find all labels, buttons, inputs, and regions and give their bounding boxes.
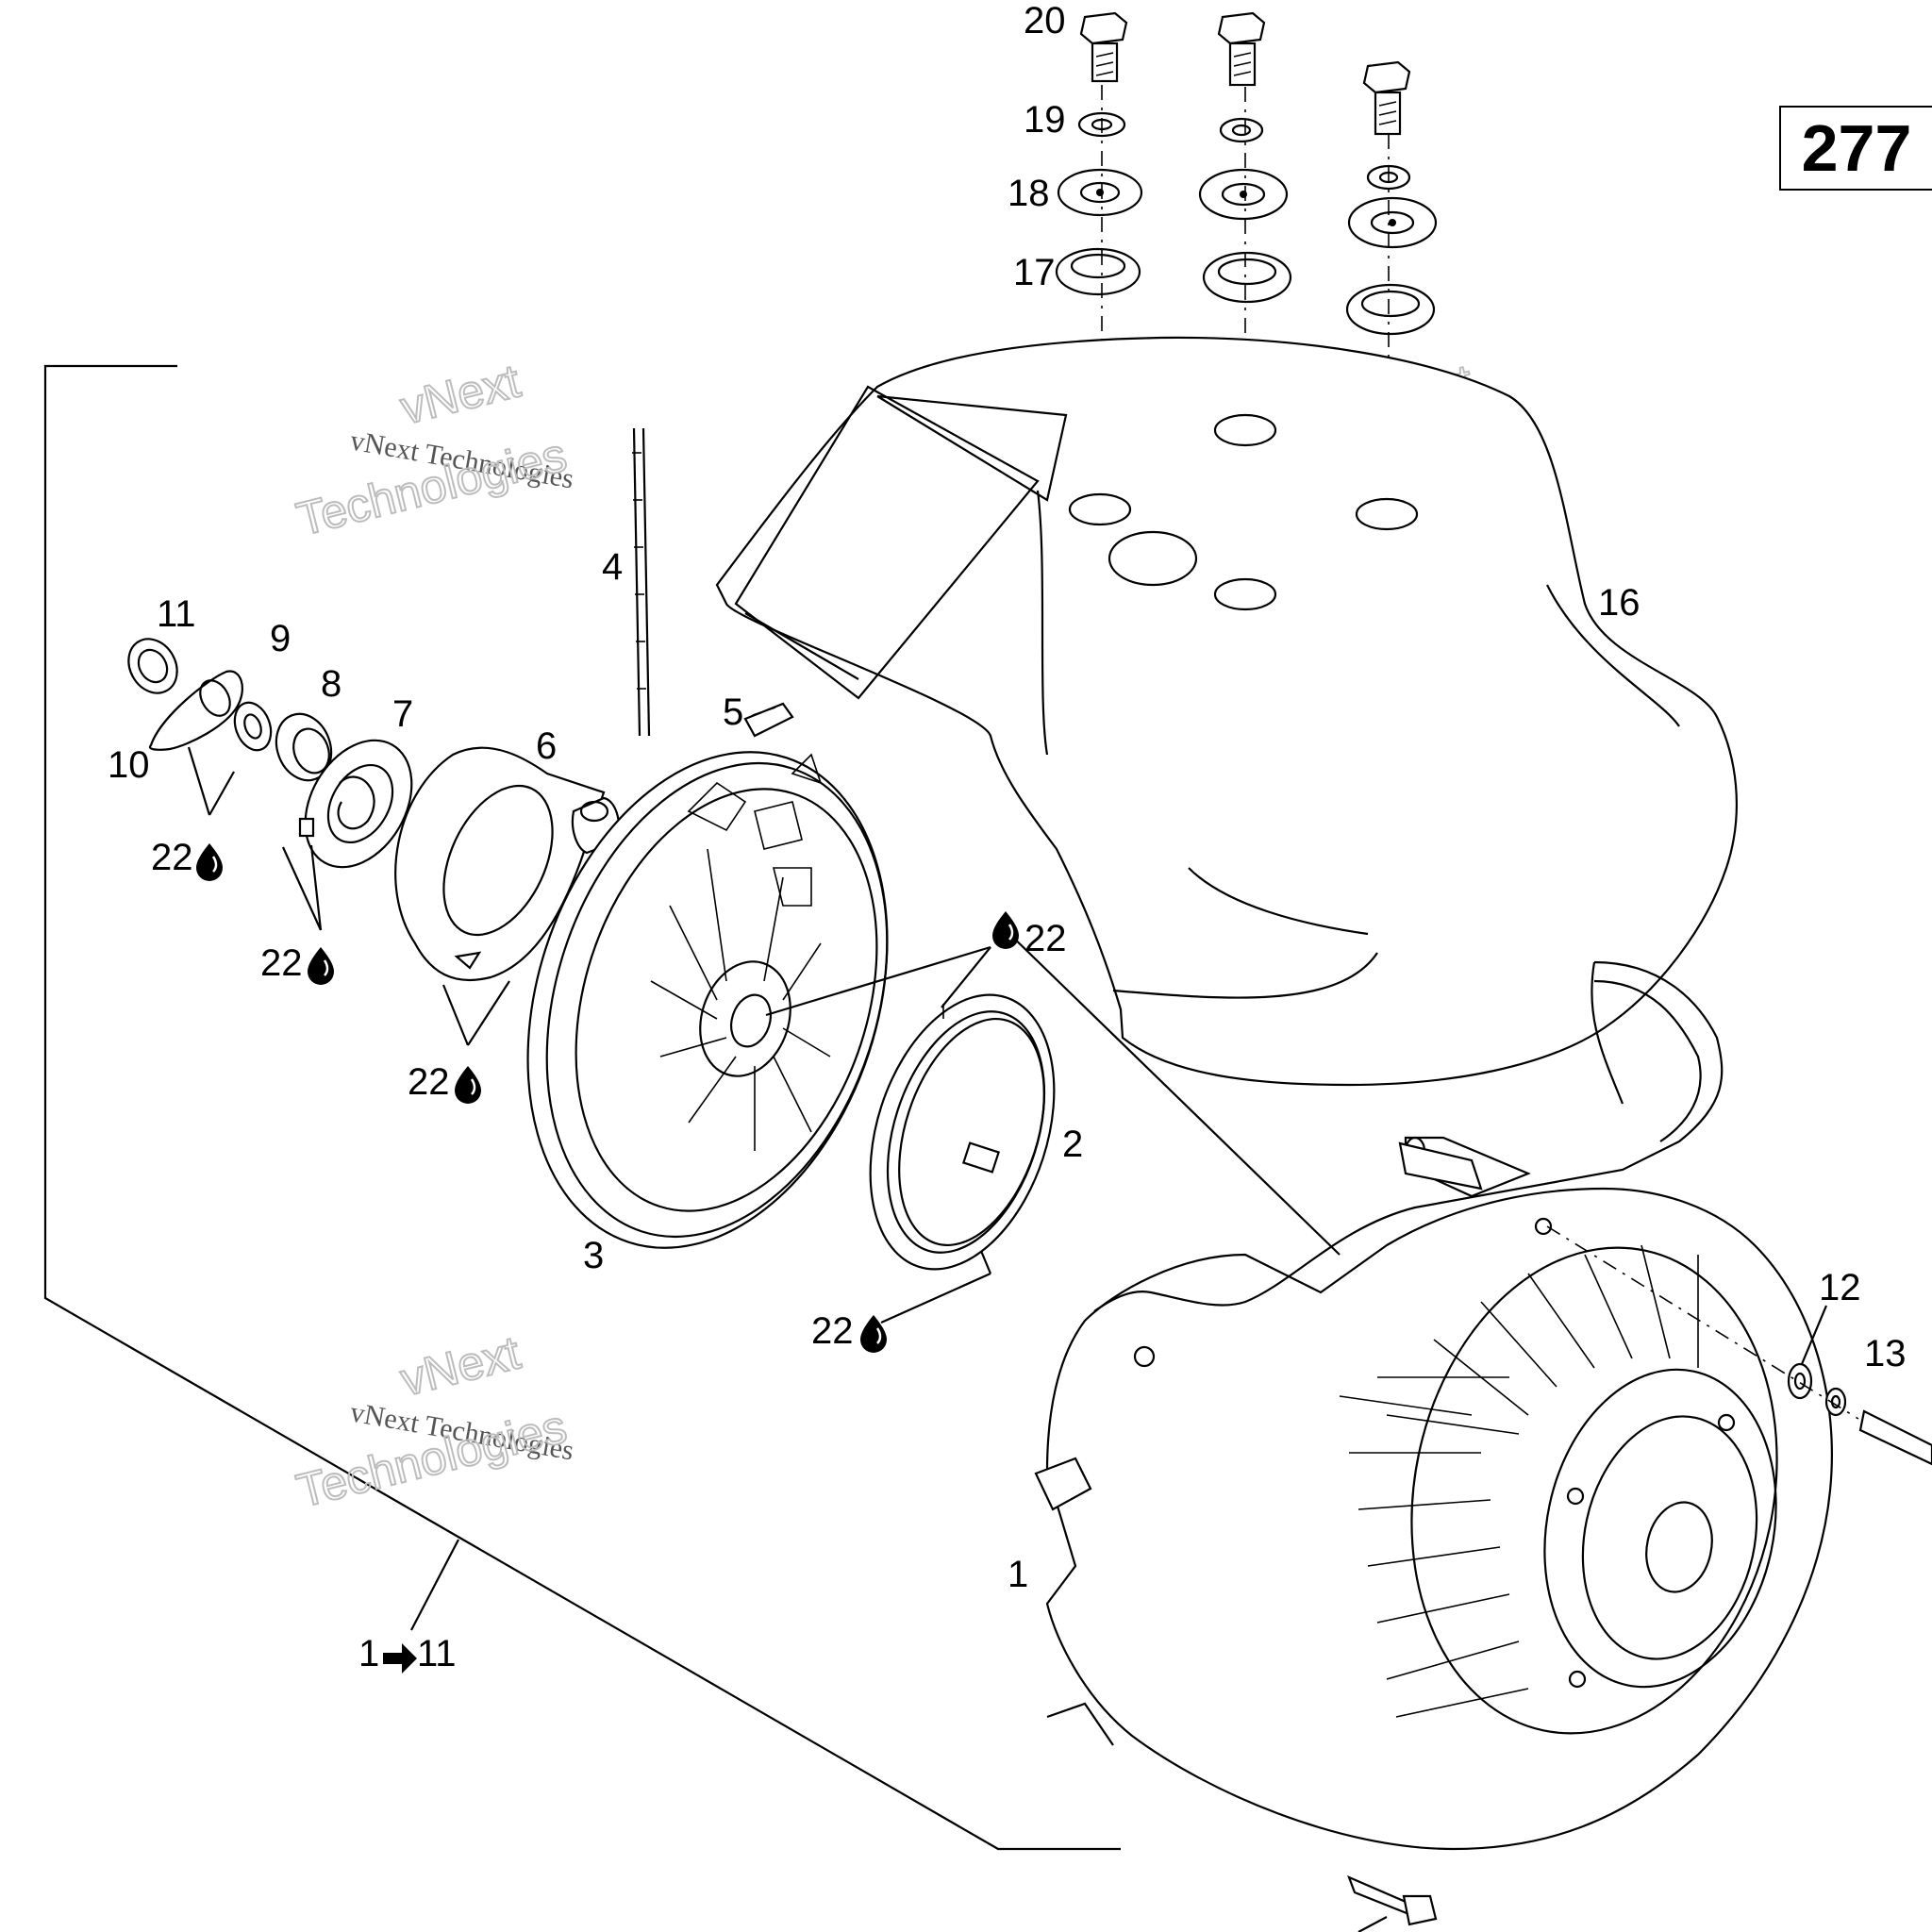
assembly-bracket xyxy=(43,364,1121,1851)
pulley-3 xyxy=(526,751,889,1249)
page-number: 277 xyxy=(1801,111,1912,185)
watermark-top-left: vNext vNext Technologies Technologies xyxy=(291,353,576,546)
lube-callout-3: 22 xyxy=(408,1061,481,1104)
oil-drop-icon xyxy=(196,843,223,881)
svg-text:11: 11 xyxy=(417,1633,457,1674)
callout-17: 17 xyxy=(1013,252,1056,293)
oil-drop-icon xyxy=(308,947,334,985)
shaft-pin xyxy=(1398,1141,1483,1191)
callout-20: 20 xyxy=(1024,0,1066,42)
callout-11: 11 xyxy=(157,593,196,635)
callout-1: 1 xyxy=(1008,1554,1028,1595)
washer-12 xyxy=(1787,1362,1813,1400)
cover-housing xyxy=(715,336,1739,1087)
callout-8: 8 xyxy=(321,663,341,705)
lube-callout-5: 22 xyxy=(811,1310,887,1353)
pawl-5 xyxy=(743,702,794,738)
callout-2: 2 xyxy=(1062,1124,1083,1165)
svg-text:22: 22 xyxy=(1024,918,1067,959)
retaining-ring-11 xyxy=(127,638,178,694)
callout-5: 5 xyxy=(723,691,743,733)
watermark-bottom-left: vNext vNext Technologies Technologies xyxy=(291,1324,576,1518)
callout-12: 12 xyxy=(1819,1267,1861,1308)
svg-text:vNext: vNext xyxy=(395,1325,525,1406)
callout-9: 9 xyxy=(270,618,291,659)
bolt-bottom xyxy=(1347,1874,1438,1926)
starter-housing-1 xyxy=(1034,960,1833,1851)
fastener-stack-3 xyxy=(1244,60,1438,529)
svg-text:22: 22 xyxy=(151,837,193,878)
callout-4: 4 xyxy=(602,546,623,588)
washer-9 xyxy=(233,701,273,752)
oil-drop-icon xyxy=(455,1066,481,1104)
washer-13 xyxy=(1824,1387,1847,1417)
recoil-spring-2 xyxy=(869,993,1056,1271)
callout-16: 16 xyxy=(1598,582,1641,624)
callout-13: 13 xyxy=(1864,1333,1907,1374)
right-arrow-icon xyxy=(383,1643,417,1674)
callout-18: 18 xyxy=(1008,173,1050,214)
callout-labels: 20 19 18 17 16 4 5 11 9 8 7 6 10 3 2 12 … xyxy=(108,0,1907,1595)
page-number-box: 277 xyxy=(1779,106,1932,191)
oil-drop-icon xyxy=(860,1315,887,1353)
svg-text:1: 1 xyxy=(358,1633,379,1674)
callout-19: 19 xyxy=(1024,99,1066,141)
range-label: 1 11 xyxy=(358,1633,457,1674)
bushing-8 xyxy=(275,712,333,782)
fastener-stack-2 xyxy=(1198,11,1292,425)
oil-drop-icon xyxy=(992,911,1019,949)
callout-3: 3 xyxy=(583,1235,604,1276)
callout-6: 6 xyxy=(536,725,557,767)
svg-text:22: 22 xyxy=(408,1061,450,1103)
ratchet-6 xyxy=(394,746,621,982)
fastener-stack-1 xyxy=(1055,11,1143,509)
screw-shaft xyxy=(1546,1225,1932,1466)
plate-10 xyxy=(148,670,243,751)
svg-text:22: 22 xyxy=(811,1310,854,1352)
callout-7: 7 xyxy=(392,693,413,735)
callout-10: 10 xyxy=(108,744,150,786)
leader-lines xyxy=(187,746,1828,1932)
svg-text:vNext: vNext xyxy=(395,354,525,434)
lube-callout-1: 22 xyxy=(151,837,223,881)
rope-handle-4 xyxy=(632,427,651,737)
lube-callout-2: 22 xyxy=(260,942,334,985)
svg-text:22: 22 xyxy=(260,942,303,984)
spring-7 xyxy=(298,739,413,869)
lube-callout-4: 22 xyxy=(992,911,1067,959)
